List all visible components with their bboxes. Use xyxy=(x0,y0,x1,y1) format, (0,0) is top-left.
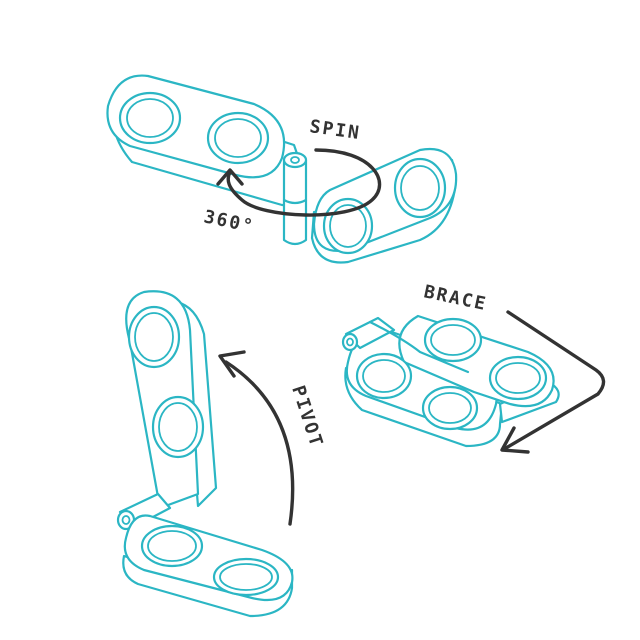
brace-hole-1-inner xyxy=(362,359,406,393)
pivot-upright-hole-2-inner xyxy=(158,402,198,452)
pivot-arrow xyxy=(224,360,295,526)
brace-pin-hole xyxy=(346,337,354,347)
pivot-base-hole-1 xyxy=(140,524,204,568)
spin-arrowhead xyxy=(216,168,244,186)
pivot-base-hole-2-inner xyxy=(219,563,273,591)
pivot-upright-hole-2 xyxy=(151,395,205,459)
brace-hole-4 xyxy=(488,355,548,401)
pivot-base-hole-2 xyxy=(212,557,280,597)
brace-hole-3-inner xyxy=(430,324,476,356)
spin-label: SPIN xyxy=(308,116,362,144)
brace-hole-4-inner xyxy=(495,362,541,394)
spin-pin-top xyxy=(282,151,308,169)
brace-arrowhead xyxy=(500,426,530,454)
brace-hole-3 xyxy=(423,317,483,363)
spin-pin-joint xyxy=(282,198,308,205)
spin-arrow xyxy=(226,148,382,217)
brace-hole-1 xyxy=(355,352,413,400)
spin-left-hole-1-inner xyxy=(126,98,174,138)
pivot-upright-hole-1 xyxy=(127,305,181,369)
rotation-label: 360° xyxy=(202,206,257,237)
brace-pin-end xyxy=(341,332,359,352)
pivot-upright-hole-1-inner xyxy=(134,312,174,362)
pivot-hinge: PIVOT xyxy=(116,290,327,618)
spin-left-hole-1 xyxy=(118,91,182,145)
spin-left-hole-2 xyxy=(206,111,270,165)
spin-left-hole-2-inner xyxy=(214,118,262,158)
spin-right-hole-1-inner xyxy=(400,165,440,211)
brace-label: BRACE xyxy=(422,281,489,315)
brace-arrow xyxy=(504,310,606,450)
spin-right-hole-2 xyxy=(322,197,374,255)
brace-seam xyxy=(368,320,470,374)
pivot-label: PIVOT xyxy=(287,383,327,451)
spin-hinge: SPIN 360° xyxy=(106,74,458,264)
brace-hinge: BRACE xyxy=(341,281,606,454)
spin-pin-hole xyxy=(290,156,300,164)
spin-right-hole-2-inner xyxy=(329,204,367,248)
pivot-arrowhead xyxy=(218,350,246,378)
pivot-pin-hole xyxy=(121,515,131,525)
pivot-base-hole-1-inner xyxy=(147,530,197,562)
brace-hole-2-inner xyxy=(428,392,472,424)
spin-right-hole-1 xyxy=(393,157,447,219)
